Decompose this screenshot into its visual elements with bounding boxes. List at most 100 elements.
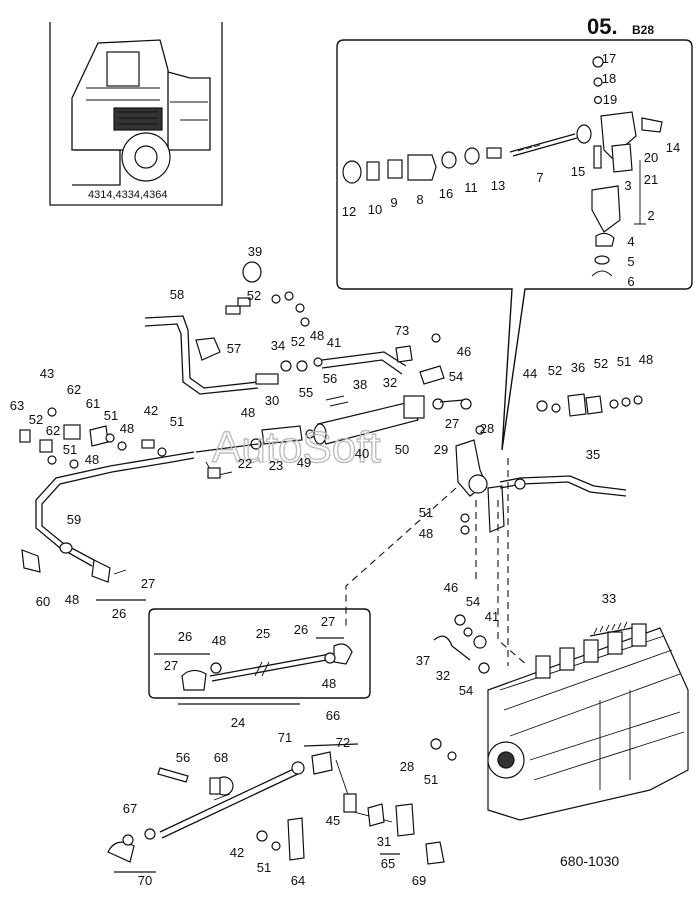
callout-number: 15 bbox=[571, 164, 585, 179]
callout-number: 18 bbox=[602, 71, 616, 86]
callout-number: 52 bbox=[594, 356, 608, 371]
callout-number: 28 bbox=[400, 759, 414, 774]
callout-number: 48 bbox=[639, 352, 653, 367]
callout-number: 69 bbox=[412, 873, 426, 888]
detail-box bbox=[336, 39, 693, 451]
drawing-number: 680-1030 bbox=[560, 853, 619, 869]
callout-number: 48 bbox=[241, 405, 255, 420]
callout-number: 28 bbox=[480, 421, 494, 436]
callout-number: 25 bbox=[256, 626, 270, 641]
callout-number: 35 bbox=[586, 447, 600, 462]
callout-number: 4 bbox=[627, 234, 634, 249]
callout-number: 21 bbox=[644, 172, 658, 187]
callout-number: 51 bbox=[104, 408, 118, 423]
callout-number: 48 bbox=[85, 452, 99, 467]
callout-number: 41 bbox=[327, 335, 341, 350]
callout-number: 56 bbox=[323, 371, 337, 386]
callout-number: 33 bbox=[602, 591, 616, 606]
callout-number: 17 bbox=[602, 51, 616, 66]
callout-number: 51 bbox=[170, 414, 184, 429]
callout-number: 51 bbox=[617, 354, 631, 369]
callout-number: 48 bbox=[65, 592, 79, 607]
callout-number: 40 bbox=[355, 446, 369, 461]
callout-number: 51 bbox=[424, 772, 438, 787]
callout-number: 9 bbox=[390, 195, 397, 210]
callout-number: 27 bbox=[164, 658, 178, 673]
section-code: B28 bbox=[632, 23, 654, 37]
lower-cable-parts bbox=[107, 743, 445, 873]
callout-number: 32 bbox=[383, 375, 397, 390]
callout-number: 62 bbox=[67, 382, 81, 397]
connection-lines bbox=[345, 458, 529, 667]
callout-number: 12 bbox=[342, 204, 356, 219]
callout-number: 23 bbox=[269, 458, 283, 473]
callout-number: 29 bbox=[434, 442, 448, 457]
callout-number: 43 bbox=[40, 366, 54, 381]
callout-number: 58 bbox=[170, 287, 184, 302]
callout-number: 38 bbox=[353, 377, 367, 392]
callout-number: 48 bbox=[310, 328, 324, 343]
callout-number: 52 bbox=[291, 334, 305, 349]
callout-number: 67 bbox=[123, 801, 137, 816]
injection-pump bbox=[430, 614, 689, 821]
callout-number: 42 bbox=[230, 845, 244, 860]
watermark: AutoSoft bbox=[212, 423, 381, 472]
callout-number: 44 bbox=[523, 366, 537, 381]
callout-number: 64 bbox=[291, 873, 305, 888]
callout-number: 62 bbox=[46, 423, 60, 438]
callout-number: 46 bbox=[444, 580, 458, 595]
callout-number: 51 bbox=[257, 860, 271, 875]
callout-number: 39 bbox=[248, 244, 262, 259]
callout-number: 48 bbox=[419, 526, 433, 541]
callout-number: 71 bbox=[278, 730, 292, 745]
inset-models: 4314,4334,4364 bbox=[88, 189, 168, 201]
callout-number: 31 bbox=[377, 834, 391, 849]
callout-number: 70 bbox=[138, 873, 152, 888]
callout-number: 65 bbox=[381, 856, 395, 871]
callout-number: 54 bbox=[466, 594, 480, 609]
callout-number: 52 bbox=[548, 363, 562, 378]
callout-number: 26 bbox=[112, 606, 126, 621]
callout-number: 72 bbox=[336, 735, 350, 750]
callout-number: 27 bbox=[321, 614, 335, 629]
callout-number: 54 bbox=[449, 369, 463, 384]
callout-number: 49 bbox=[297, 455, 311, 470]
callout-number: 48 bbox=[322, 676, 336, 691]
callout-number: 36 bbox=[571, 360, 585, 375]
section-number: 05. bbox=[587, 14, 618, 39]
callout-number: 26 bbox=[178, 629, 192, 644]
callout-number: 2 bbox=[647, 208, 654, 223]
callout-number: 56 bbox=[176, 750, 190, 765]
callout-number: 48 bbox=[212, 633, 226, 648]
callout-number: 8 bbox=[416, 192, 423, 207]
callout-number: 46 bbox=[457, 344, 471, 359]
throttle-linkage-left bbox=[19, 261, 643, 601]
callout-number: 63 bbox=[10, 398, 24, 413]
truck-inset: 4314,4334,4364 bbox=[49, 22, 223, 206]
callout-number: 7 bbox=[536, 170, 543, 185]
callout-number: 24 bbox=[231, 715, 245, 730]
callout-number: 59 bbox=[67, 512, 81, 527]
callout-number: 37 bbox=[416, 653, 430, 668]
callout-number: 26 bbox=[294, 622, 308, 637]
callout-number: 16 bbox=[439, 186, 453, 201]
callout-number: 51 bbox=[63, 442, 77, 457]
callout-number: 32 bbox=[436, 668, 450, 683]
callout-number: 34 bbox=[271, 338, 285, 353]
callout-number: 19 bbox=[603, 92, 617, 107]
callout-number: 14 bbox=[666, 140, 680, 155]
callout-number: 6 bbox=[627, 274, 634, 289]
page-header: 05. B28 bbox=[587, 14, 654, 39]
callout-number: 48 bbox=[120, 421, 134, 436]
callout-number: 68 bbox=[214, 750, 228, 765]
callout-number: 5 bbox=[627, 254, 634, 269]
callout-number: 45 bbox=[326, 813, 340, 828]
callout-number: 55 bbox=[299, 385, 313, 400]
callout-number: 20 bbox=[644, 150, 658, 165]
callout-number: 10 bbox=[368, 202, 382, 217]
callout-number: 3 bbox=[624, 178, 631, 193]
callout-number: 27 bbox=[445, 416, 459, 431]
callout-number: 54 bbox=[459, 683, 473, 698]
